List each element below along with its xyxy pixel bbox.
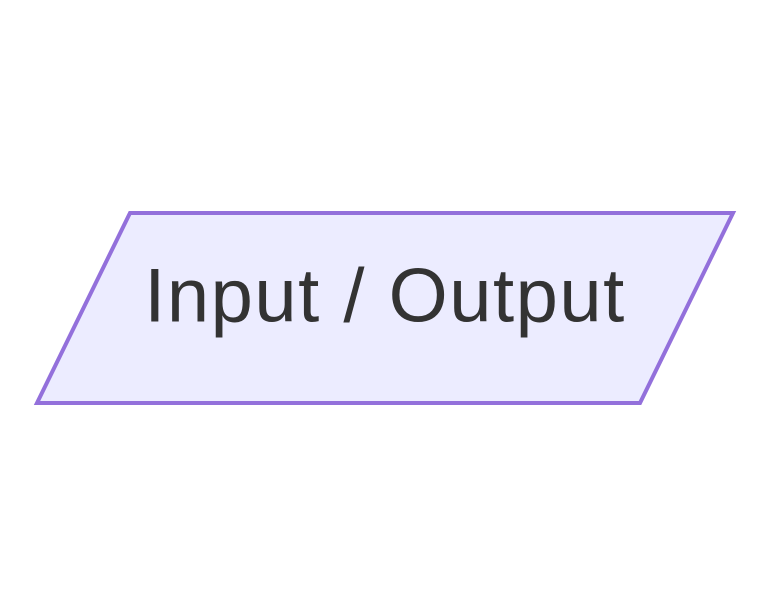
parallelogram-shape: [33, 211, 737, 405]
io-node: Input / Output: [33, 211, 737, 405]
io-node-label: Input / Output: [144, 254, 626, 339]
